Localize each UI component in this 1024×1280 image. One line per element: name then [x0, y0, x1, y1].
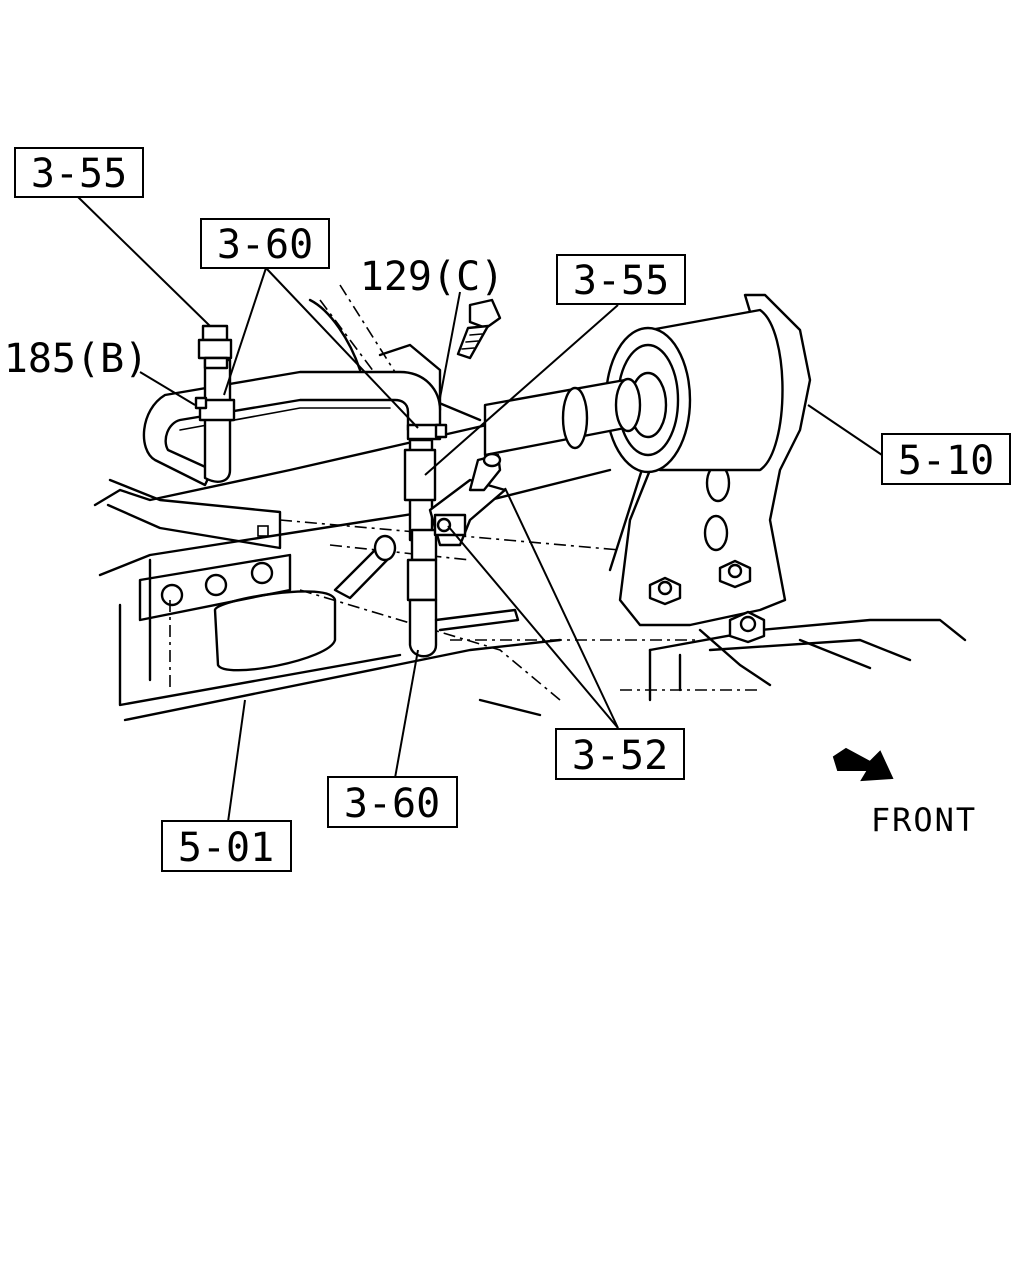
callout-text: 3-52 — [572, 733, 668, 779]
callout-text: 3-60 — [344, 781, 440, 827]
nut-icon — [648, 576, 682, 606]
front-indicator: FRONT — [832, 747, 977, 839]
nut-icon — [728, 610, 766, 644]
callout-185b: 185(B) — [4, 336, 149, 382]
leader-lines — [77, 196, 883, 823]
callout-text: 3-55 — [31, 151, 127, 197]
callout-3-60-bottom: 3-60 — [327, 776, 458, 828]
callout-5-10: 5-10 — [881, 433, 1011, 485]
callout-3-52: 3-52 — [555, 728, 685, 780]
callout-5-01: 5-01 — [161, 820, 292, 872]
front-arrow-icon — [832, 747, 894, 782]
callout-text: 3-55 — [573, 258, 669, 304]
bolt-icon — [456, 298, 502, 360]
callout-text: 5-01 — [178, 825, 274, 871]
callout-text: 129(C) — [360, 254, 505, 300]
callout-text: 185(B) — [4, 336, 149, 382]
callout-3-60-top: 3-60 — [200, 218, 330, 269]
callout-text: 5-10 — [898, 438, 994, 484]
front-label: FRONT — [871, 801, 977, 839]
mount-bracket — [483, 293, 812, 644]
callout-3-55-top-left: 3-55 — [14, 147, 144, 198]
chassis-frame — [93, 284, 967, 722]
callout-3-55-right: 3-55 — [556, 254, 686, 305]
callout-text: 3-60 — [217, 222, 313, 268]
nut-icon — [718, 559, 752, 589]
hose-assembly — [142, 298, 520, 658]
hose-fitting-icon — [197, 324, 233, 370]
callout-129c: 129(C) — [360, 254, 505, 300]
clamp-bracket — [428, 478, 507, 547]
